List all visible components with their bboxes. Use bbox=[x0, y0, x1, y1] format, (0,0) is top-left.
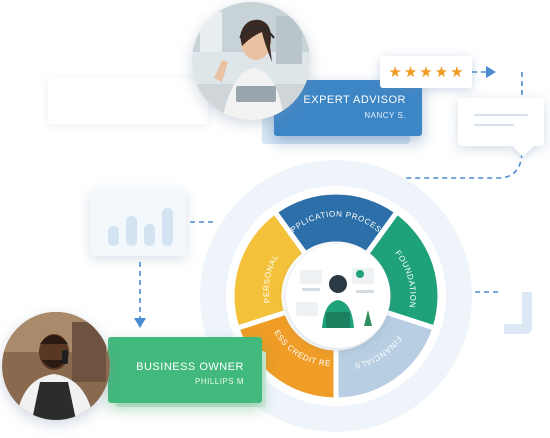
rating-card: ★ ★ ★ ★ ★ bbox=[380, 56, 472, 88]
arrow-right-icon bbox=[486, 66, 496, 78]
advisor-title: EXPERT ADVISOR bbox=[303, 94, 406, 106]
wheel-segment bbox=[229, 208, 309, 332]
chat-bubble-icon bbox=[458, 98, 544, 157]
wheel-segment bbox=[233, 308, 339, 403]
star-icon: ★ bbox=[434, 63, 449, 81]
decorative-bracket bbox=[504, 292, 532, 334]
owner-title: BUSINESS OWNER bbox=[136, 361, 244, 373]
arrow-down-icon bbox=[134, 318, 146, 328]
star-icon: ★ bbox=[388, 63, 402, 81]
background-card bbox=[48, 78, 208, 124]
business-owner-avatar bbox=[2, 312, 110, 420]
business-owner-card: BUSINESS OWNER PHILLIPS M bbox=[108, 337, 262, 403]
star-icon: ★ bbox=[419, 63, 433, 81]
advisor-avatar bbox=[192, 2, 310, 120]
advisor-name: NANCY S. bbox=[364, 111, 406, 120]
star-icon: ★ bbox=[403, 63, 418, 81]
bar-chart-icon bbox=[90, 190, 186, 256]
star-icon: ★ bbox=[450, 63, 464, 81]
advisor-illustration-icon bbox=[286, 244, 390, 348]
owner-name: PHILLIPS M bbox=[194, 377, 244, 386]
